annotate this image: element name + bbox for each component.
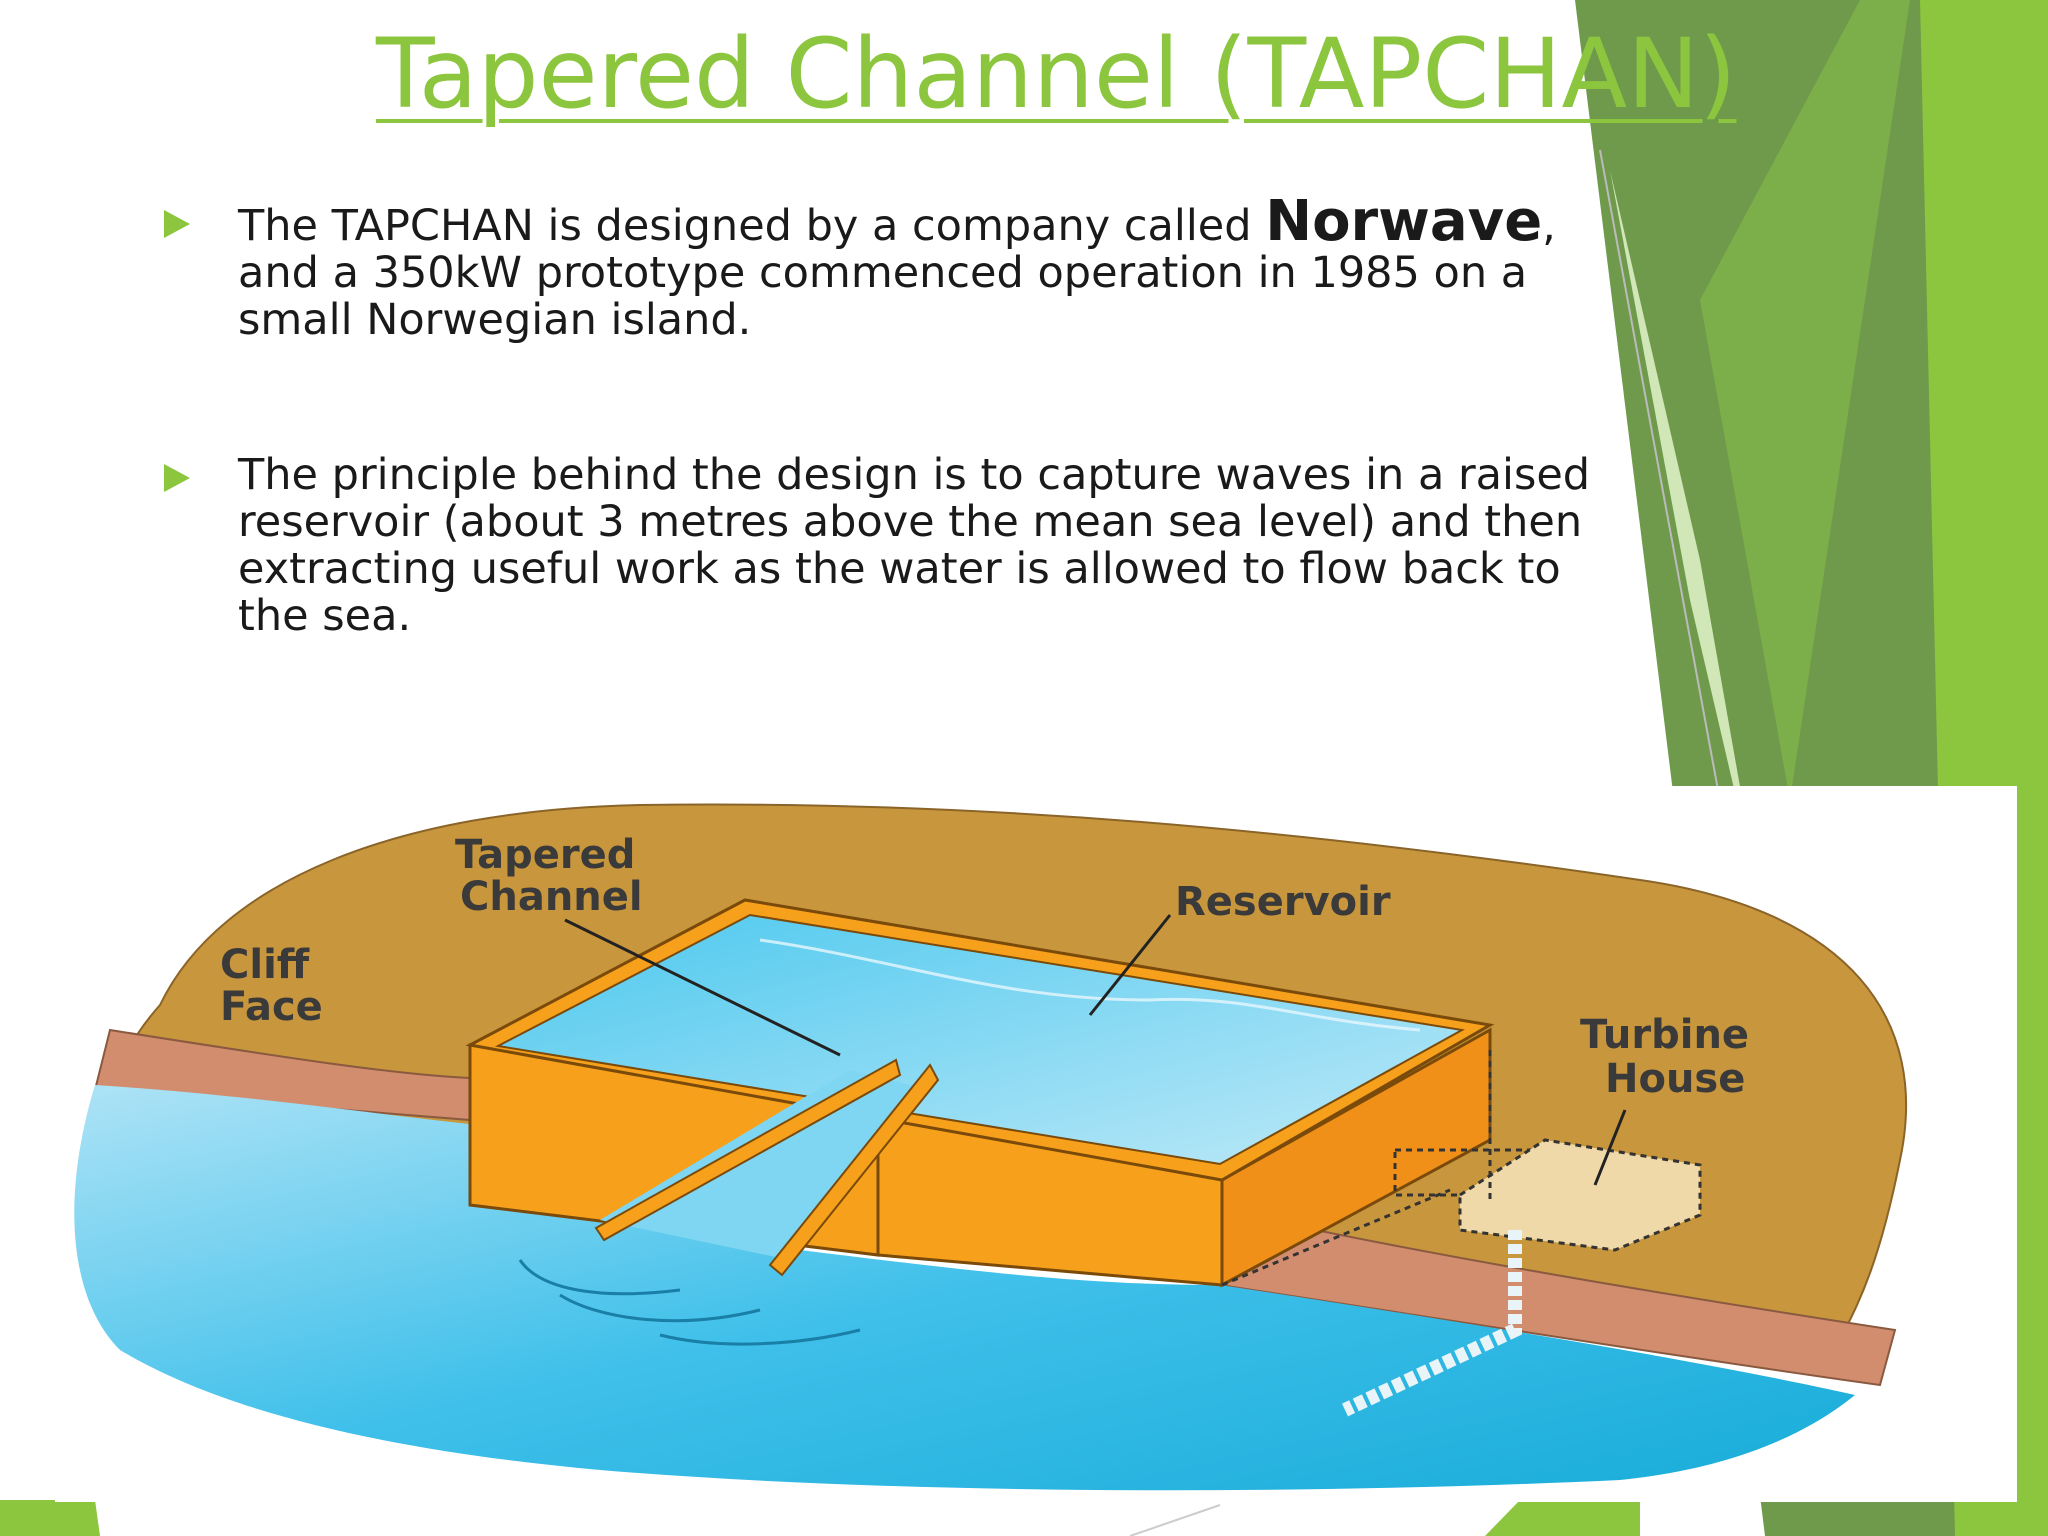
label-cliff-face-line2: Face <box>220 984 323 1030</box>
bullet-item-principle: The principle behind the design is to ca… <box>164 450 1628 641</box>
bullet-emphasis: Norwave <box>1265 189 1543 254</box>
leader-line-channel <box>564 918 841 1057</box>
leader-line-turbine <box>1593 1109 1627 1186</box>
reservoir-ripples <box>759 938 1421 1032</box>
turbine-house <box>1458 1138 1702 1252</box>
bullet-arrow-icon <box>164 210 190 238</box>
bullet-text-pre: The TAPCHAN is designed by a company cal… <box>238 201 1266 251</box>
bullet-text: The principle behind the design is to ca… <box>238 450 1591 641</box>
reservoir-water <box>494 913 1466 1166</box>
decor-corner-bottom-left <box>0 1500 100 1536</box>
label-reservoir: Reservoir <box>1175 879 1391 925</box>
leader-line-reservoir <box>1088 914 1172 1016</box>
sea-ripple <box>559 1293 761 1323</box>
bullet-item-norwave: The TAPCHAN is designed by a company cal… <box>164 194 1628 345</box>
decor-corner-bottom-right <box>1485 1500 1640 1536</box>
label-cliff-face-line1: Cliff <box>220 942 310 988</box>
decor-thin-line <box>1599 149 1719 791</box>
label-turbine-house-line2: House <box>1605 1056 1745 1102</box>
sea-ripple <box>659 1328 861 1346</box>
bullet-text-post: , and a 350kW prototype commenced operat… <box>238 201 1556 345</box>
outflow-pipe-upper <box>1221 1188 1451 1287</box>
sea-ripple <box>518 1259 681 1296</box>
decor-band-mid <box>1700 0 1910 800</box>
decor-band-pale <box>1610 170 1760 900</box>
channel-wall-right <box>768 1063 940 1277</box>
channel-water <box>600 1070 930 1260</box>
decor-bottom-line <box>1129 1504 1221 1536</box>
outflow-pipe <box>1342 1230 1522 1417</box>
bullet-arrow-icon <box>164 464 190 492</box>
tapchan-diagram: Tapered Channel Reservoir Cliff Face Tur… <box>55 786 2017 1502</box>
slide-title: Tapered Channel (TAPCHAN) <box>376 18 1737 130</box>
channel-wall-left <box>594 1058 902 1242</box>
label-tapered-channel-line1: Tapered <box>455 832 635 878</box>
label-tapered-channel-line2: Channel <box>460 874 643 920</box>
label-turbine-house-line1: Turbine <box>1580 1012 1749 1058</box>
